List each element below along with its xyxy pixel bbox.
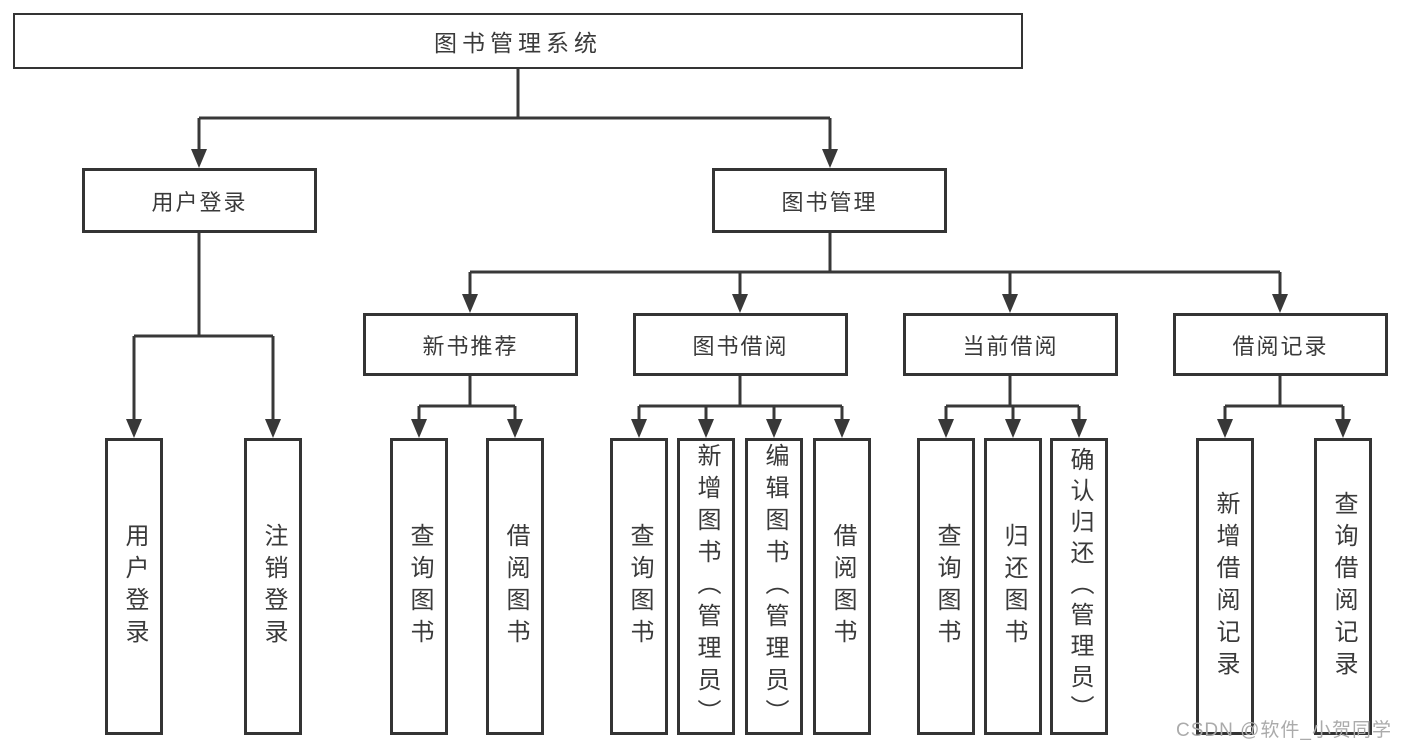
arrowhead-rec-query	[411, 419, 427, 438]
leaf-confirm-return-admin-label: 确认归还（管理员）	[1066, 447, 1093, 726]
arrowhead-cur-confirm	[1071, 419, 1087, 438]
node-library-system-label: 图书管理系统	[434, 30, 602, 56]
arrowhead-leaf-login	[126, 419, 142, 438]
node-current-borrow-label: 当前借阅	[962, 333, 1059, 359]
leaf-logout-label: 注销登录	[260, 522, 287, 651]
arrowhead-cur-query	[938, 419, 954, 438]
leaf-edit-books-admin: 编辑图书（管理员）	[745, 438, 803, 735]
leaf-add-borrow-record-label: 新增借阅记录	[1212, 490, 1239, 683]
leaf-query-borrow-record: 查询借阅记录	[1314, 438, 1372, 735]
arrowhead-bor-edit	[766, 419, 782, 438]
leaf-recommend-borrow-books: 借阅图书	[486, 438, 544, 735]
arrowhead-records	[1272, 294, 1288, 313]
arrowhead-borrow	[732, 294, 748, 313]
node-book-management: 图书管理	[712, 168, 947, 233]
leaf-return-books: 归还图书	[984, 438, 1042, 735]
watermark: CSDN @软件_小贺同学	[1176, 720, 1392, 741]
leaf-user-login-label: 用户登录	[121, 522, 148, 651]
arrowhead-user-login	[191, 149, 207, 168]
leaf-edit-books-admin-label: 编辑图书（管理员）	[761, 442, 788, 731]
leaf-confirm-return-admin: 确认归还（管理员）	[1050, 438, 1108, 735]
arrowhead-recd-query	[1335, 419, 1351, 438]
leaf-recommend-query-books: 查询图书	[390, 438, 448, 735]
leaf-query-borrow-record-label: 查询借阅记录	[1330, 490, 1357, 683]
node-book-management-label: 图书管理	[781, 189, 878, 215]
leaf-recommend-borrow-books-label: 借阅图书	[502, 522, 529, 651]
node-book-borrow: 图书借阅	[633, 313, 848, 376]
node-new-book-recommend-label: 新书推荐	[422, 333, 519, 359]
leaf-add-books-admin: 新增图书（管理员）	[677, 438, 735, 735]
arrowhead-recd-add	[1217, 419, 1233, 438]
leaf-add-borrow-record: 新增借阅记录	[1196, 438, 1254, 735]
arrowhead-bor-query	[631, 419, 647, 438]
arrowhead-bor-borrow	[834, 419, 850, 438]
leaf-borrow-query-books: 查询图书	[610, 438, 668, 735]
arrowhead-cur-return	[1005, 419, 1021, 438]
node-library-system: 图书管理系统	[13, 13, 1023, 69]
node-borrow-records: 借阅记录	[1173, 313, 1388, 376]
node-user-login: 用户登录	[82, 168, 317, 233]
node-user-login-label: 用户登录	[151, 189, 248, 215]
leaf-current-query-books: 查询图书	[917, 438, 975, 735]
node-current-borrow: 当前借阅	[903, 313, 1118, 376]
leaf-return-books-label: 归还图书	[1000, 522, 1027, 651]
leaf-add-books-admin-label: 新增图书（管理员）	[693, 442, 720, 731]
arrowhead-current	[1002, 294, 1018, 313]
leaf-borrow-query-books-label: 查询图书	[626, 522, 653, 651]
arrowhead-book-mgmt	[822, 149, 838, 168]
arrowhead-rec-borrow	[507, 419, 523, 438]
node-borrow-records-label: 借阅记录	[1232, 333, 1329, 359]
leaf-user-login: 用户登录	[105, 438, 163, 735]
leaf-recommend-query-books-label: 查询图书	[406, 522, 433, 651]
node-new-book-recommend: 新书推荐	[363, 313, 578, 376]
leaf-borrow-books-label: 借阅图书	[829, 522, 856, 651]
arrowhead-leaf-logout	[265, 419, 281, 438]
arrowhead-recommend	[462, 294, 478, 313]
arrowhead-bor-add	[698, 419, 714, 438]
leaf-borrow-books: 借阅图书	[813, 438, 871, 735]
leaf-logout: 注销登录	[244, 438, 302, 735]
leaf-current-query-books-label: 查询图书	[933, 522, 960, 651]
node-book-borrow-label: 图书借阅	[692, 333, 789, 359]
